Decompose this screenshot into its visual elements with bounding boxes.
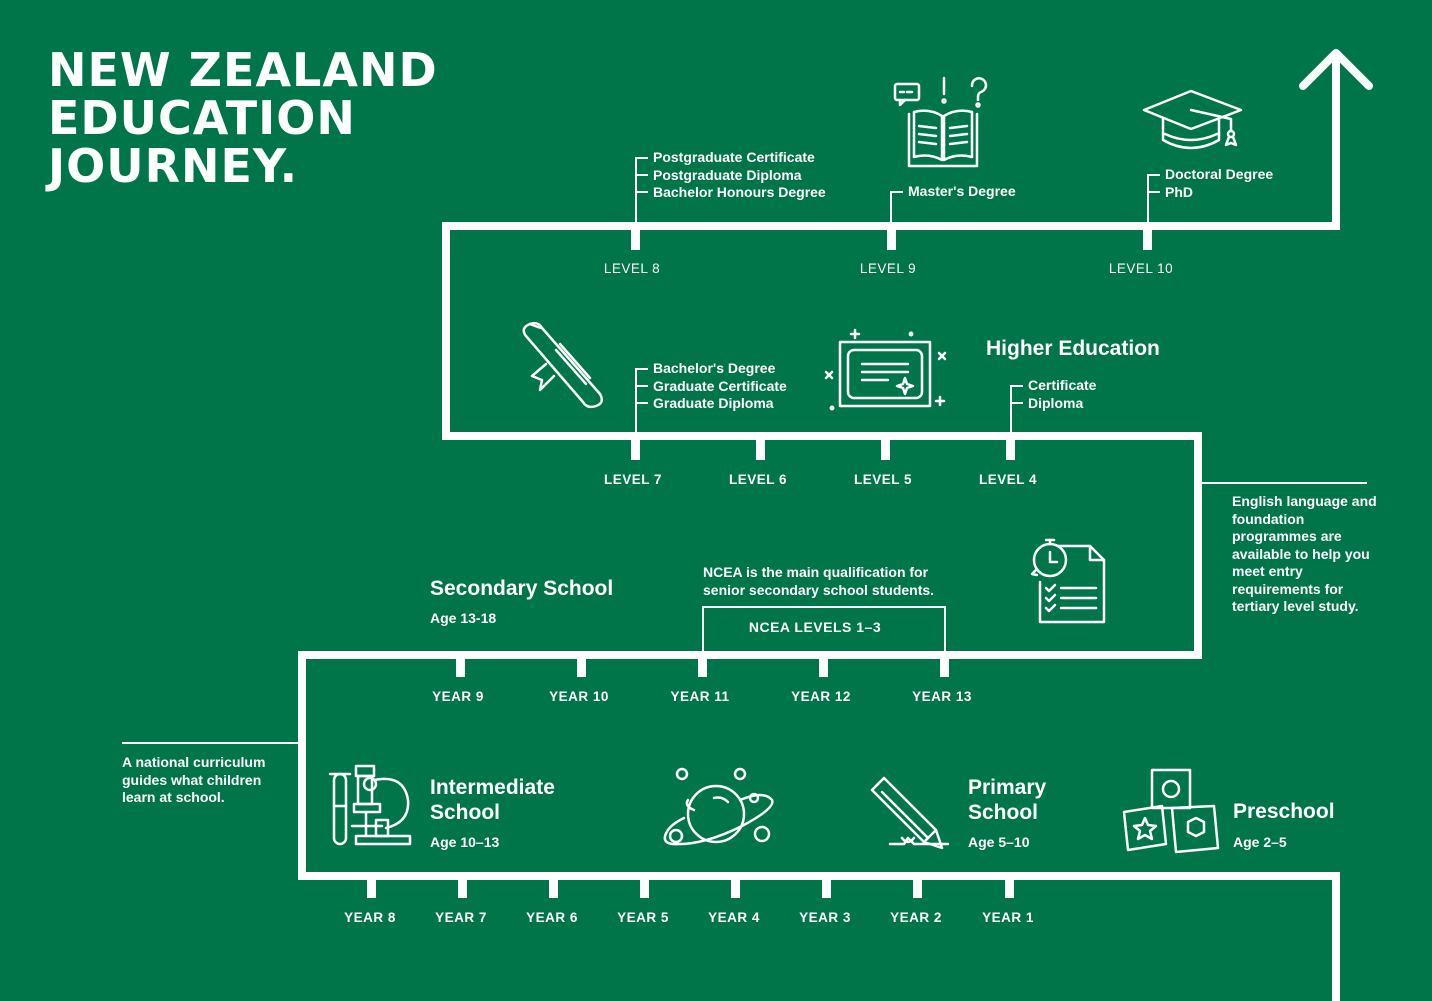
year-12-label: YEAR 12 xyxy=(791,689,851,704)
year-7-label: YEAR 7 xyxy=(435,910,487,925)
preschool-heading: Preschool xyxy=(1233,800,1335,823)
year-3-label: YEAR 3 xyxy=(799,910,851,925)
level-4-label: LEVEL 4 xyxy=(978,472,1038,487)
checklist-clock-icon xyxy=(1024,534,1108,626)
level-10-label: LEVEL 10 xyxy=(1108,261,1174,276)
level-9-qualifications: Master's Degree xyxy=(908,183,1016,199)
secondary-school-heading: Secondary School xyxy=(430,577,614,600)
year-13-label: YEAR 13 xyxy=(912,689,972,704)
intermediate-school-heading: Intermediate School xyxy=(430,776,555,824)
year-1-label: YEAR 1 xyxy=(982,910,1034,925)
year-9-label: YEAR 9 xyxy=(432,689,484,704)
year-10-label: YEAR 10 xyxy=(549,689,609,704)
higher-education-heading: Higher Education xyxy=(986,337,1160,360)
level-5-label: LEVEL 5 xyxy=(853,472,913,487)
level-7-qualifications: Bachelor's Degree Graduate Certificate G… xyxy=(653,360,787,411)
planet-icon xyxy=(656,762,780,852)
secondary-school-age: Age 13-18 xyxy=(430,610,497,626)
level-8-qualifications: Postgraduate Certificate Postgraduate Di… xyxy=(653,149,826,200)
certificate-icon xyxy=(822,326,952,416)
year-5-label: YEAR 5 xyxy=(617,910,669,925)
year-11-label: YEAR 11 xyxy=(670,689,730,704)
level-10-qualifications: Doctoral Degree PhD xyxy=(1165,166,1274,200)
preschool-age: Age 2–5 xyxy=(1233,834,1287,850)
graduation-cap-icon xyxy=(1141,88,1245,156)
level-9-label: LEVEL 9 xyxy=(859,261,917,276)
year-4-label: YEAR 4 xyxy=(708,910,760,925)
diploma-scroll-icon xyxy=(516,318,612,414)
ncea-levels-box: NCEA LEVELS 1–3 xyxy=(748,619,882,635)
primary-school-age: Age 5–10 xyxy=(968,834,1030,850)
primary-school-heading: Primary School xyxy=(968,776,1047,824)
level-4-qualifications: Certificate Diploma xyxy=(1028,377,1097,411)
page-title: NEW ZEALAND EDUCATION JOURNEY. xyxy=(48,43,438,193)
microscope-icon xyxy=(328,760,416,850)
blocks-icon xyxy=(1118,766,1224,856)
ncea-note: NCEA is the main qualification for senio… xyxy=(703,564,935,598)
year-8-label: YEAR 8 xyxy=(344,910,396,925)
open-book-icon xyxy=(892,72,996,172)
level-7-label: LEVEL 7 xyxy=(603,472,663,487)
level-6-label: LEVEL 6 xyxy=(728,472,788,487)
year-2-label: YEAR 2 xyxy=(890,910,942,925)
intermediate-school-age: Age 10–13 xyxy=(430,834,500,850)
english-language-note: English language and foundation programm… xyxy=(1232,493,1377,614)
year-6-label: YEAR 6 xyxy=(526,910,578,925)
level-8-label: LEVEL 8 xyxy=(603,261,661,276)
pencil-icon xyxy=(866,772,952,852)
curriculum-note: A national curriculum guides what childr… xyxy=(122,754,266,805)
